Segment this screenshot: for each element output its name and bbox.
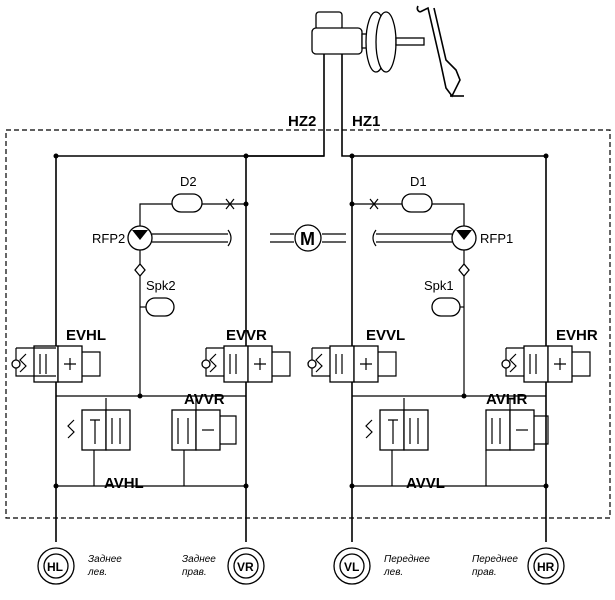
wheel-hr-caption-2: прав. bbox=[472, 567, 497, 578]
accumulator-spk2 bbox=[145, 297, 175, 317]
pump-rfp1 bbox=[372, 225, 477, 251]
wheel-vl-caption-1: Переднее bbox=[384, 554, 430, 565]
outlet-valve-avvr bbox=[171, 398, 237, 451]
d1-label: D1 bbox=[410, 174, 427, 189]
master-cylinder-booster bbox=[311, 5, 464, 98]
spk1-label: Spk1 bbox=[424, 278, 454, 293]
wheel-hr bbox=[527, 547, 565, 585]
rfp2-label: RFP2 bbox=[92, 231, 125, 246]
wheel-hr-caption-1: Переднее bbox=[472, 554, 518, 565]
hz1-label: HZ1 bbox=[352, 113, 380, 130]
outlet-valve-avvl bbox=[365, 398, 429, 451]
spk2-label: Spk2 bbox=[146, 278, 176, 293]
rfp2-check-valve bbox=[134, 262, 146, 278]
wheel-hl-caption-2: лев. bbox=[87, 567, 107, 578]
outlet-valve-avhl bbox=[67, 398, 131, 451]
avhr-label: AVHR bbox=[486, 391, 528, 408]
avhl-label: AVHL bbox=[104, 475, 144, 492]
motor-label: M bbox=[300, 229, 315, 249]
outlet-drops bbox=[93, 450, 487, 486]
wheel-hr-code: HR bbox=[537, 560, 555, 574]
wheel-hl-caption-1: Заднее bbox=[88, 554, 122, 565]
damper-d2 bbox=[171, 193, 203, 213]
pump-rfp2 bbox=[127, 225, 232, 251]
hydraulic-unit-boundary bbox=[5, 129, 611, 519]
inlet-valve-evhr bbox=[501, 345, 591, 383]
pump-motor bbox=[270, 224, 346, 252]
outlet-valve-avhr bbox=[485, 398, 549, 451]
hz2-label: HZ2 bbox=[288, 113, 316, 130]
avvl-label: AVVL bbox=[406, 475, 445, 492]
wheel-hl-code: HL bbox=[47, 560, 63, 574]
junction-dots bbox=[53, 153, 549, 489]
wheel-vr-caption-2: прав. bbox=[182, 567, 207, 578]
rfp1-label: RFP1 bbox=[480, 231, 513, 246]
wheel-vr bbox=[227, 547, 265, 585]
inlet-valve-evhl bbox=[11, 345, 101, 383]
d2-check-mark bbox=[225, 198, 235, 210]
accumulator-spk1 bbox=[431, 297, 461, 317]
inlet-valve-evvl bbox=[307, 345, 397, 383]
damper-d1 bbox=[401, 193, 433, 213]
rfp1-check-valve bbox=[458, 262, 470, 278]
wheel-hl bbox=[37, 547, 75, 585]
evhr-label: EVHR bbox=[556, 327, 598, 344]
inlet-valve-evvr bbox=[201, 345, 291, 383]
d2-label: D2 bbox=[180, 174, 197, 189]
wheel-vl-code: VL bbox=[344, 560, 359, 574]
d1-check-mark bbox=[369, 198, 379, 210]
d1-line bbox=[432, 203, 465, 228]
evhl-label: EVHL bbox=[66, 327, 106, 344]
avvr-label: AVVR bbox=[184, 391, 225, 408]
evvr-label: EVVR bbox=[226, 327, 267, 344]
wheel-vl-caption-2: лев. bbox=[383, 567, 403, 578]
wheel-vr-code: VR bbox=[237, 560, 254, 574]
evvl-label: EVVL bbox=[366, 327, 405, 344]
wheel-vr-caption-1: Заднее bbox=[182, 554, 216, 565]
d2-line bbox=[139, 203, 172, 228]
wheel-vl bbox=[333, 547, 371, 585]
